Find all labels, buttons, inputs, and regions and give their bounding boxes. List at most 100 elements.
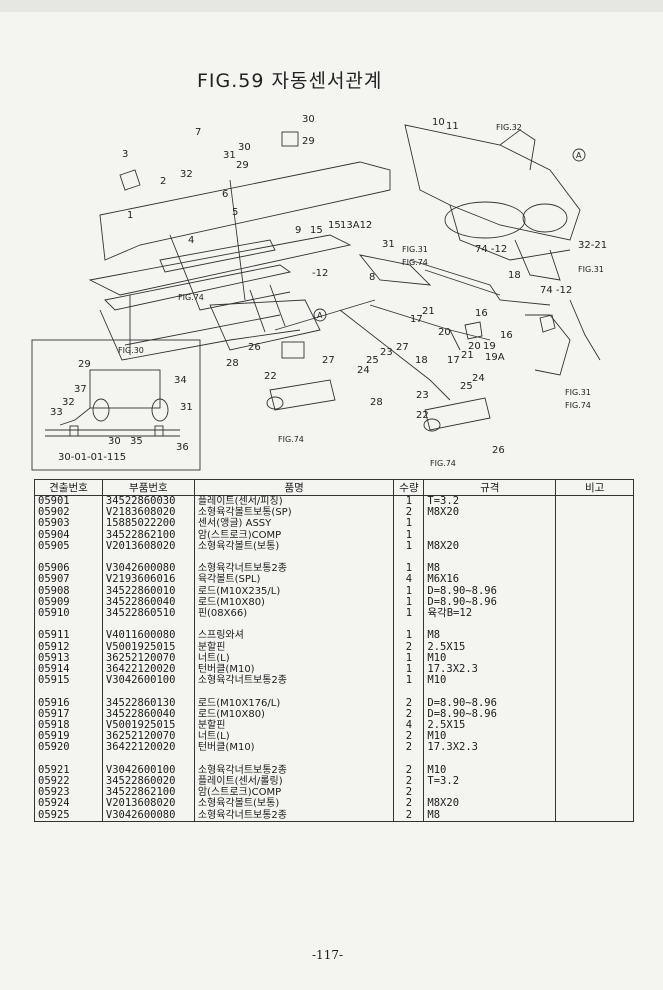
- part-name-cell: 소형육각너트보통2종: [193, 563, 395, 575]
- part-name-cell: 분할핀: [193, 641, 395, 653]
- part-no-cell: 34522862100: [101, 529, 195, 541]
- spec-cell: [423, 529, 557, 541]
- part-name-cell: 육각볼트(SPL): [193, 574, 395, 586]
- ref-fig31-c: FIG.31: [565, 388, 591, 397]
- remarks-cell: [555, 764, 634, 777]
- group-spacer-row: [34, 619, 634, 631]
- spec-cell: M10: [423, 764, 557, 777]
- spec-cell: D=8.90~8.96: [423, 697, 557, 709]
- part-name-cell: 소형육각볼트(보통): [193, 540, 395, 553]
- part-name-cell: 로드(M10X80): [193, 596, 395, 609]
- index-no-cell: 05915: [34, 675, 103, 687]
- part-name-cell: 소형육각너트보통2종: [193, 764, 395, 777]
- callout-28-a: 28: [226, 358, 239, 369]
- header-part-name: 품명: [193, 479, 395, 496]
- part-no-cell: 36252120070: [101, 731, 195, 743]
- spec-cell: 17.3X2.3: [423, 742, 557, 754]
- callout-27-b: 27: [322, 355, 335, 366]
- spec-cell: [423, 787, 557, 799]
- remarks-cell: [555, 675, 634, 687]
- ref-fig74-a: FIG.74: [402, 258, 428, 267]
- part-name-cell: 로드(M10X80): [193, 708, 395, 721]
- remarks-cell: [555, 776, 634, 788]
- ref-fig31-a: FIG.31: [402, 245, 428, 254]
- callout-5: 5: [232, 207, 238, 218]
- spec-cell: D=8.90~8.96: [423, 596, 557, 609]
- spec-cell: M8: [423, 809, 557, 822]
- spacer-cell: [193, 552, 395, 564]
- ref-fig74-e: FIG.74: [565, 401, 591, 410]
- part-no-cell: 34522860130: [101, 697, 195, 709]
- spec-cell: 육각B=12: [423, 607, 557, 620]
- callout-17-b: 17: [447, 355, 460, 366]
- inset-callout-34: 34: [174, 375, 187, 386]
- inset-callout-30: 30: [108, 436, 121, 447]
- spacer-cell: [34, 686, 103, 698]
- exploded-parts-diagram: FIG.32 FIG.31 FIG.74 FIG.31 FIG.74 FIG.3…: [30, 100, 640, 472]
- callout-11: 11: [446, 121, 459, 132]
- callout-12-a: -12: [312, 268, 328, 279]
- spec-cell: M8: [423, 562, 557, 575]
- top-scan-strip: [0, 0, 663, 12]
- quantity-cell: 2: [393, 742, 425, 754]
- quantity-cell: 2: [393, 798, 425, 810]
- header-remarks: 비고: [555, 479, 634, 496]
- part-name-cell: 너트(L): [193, 652, 395, 665]
- spec-cell: T=3.2: [423, 495, 557, 508]
- marker-a-circle-left: [313, 308, 327, 322]
- callout-74-b: 74 -12: [540, 285, 572, 296]
- part-no-cell: V3042600100: [101, 764, 195, 777]
- remarks-cell: [555, 596, 634, 609]
- callout-22-a: 22: [264, 371, 277, 382]
- part-no-cell: 34522862100: [101, 787, 195, 799]
- spacer-cell: [423, 619, 557, 631]
- part-no-cell: 34522860510: [101, 607, 195, 620]
- callout-15: 15: [310, 225, 323, 236]
- callout-17-a: 17: [410, 314, 423, 325]
- callout-18-b: 18: [415, 355, 428, 366]
- ref-fig30: FIG.30: [118, 346, 144, 355]
- remarks-cell: [555, 529, 634, 541]
- callout-25-b: 25: [460, 381, 473, 392]
- part-no-cell: 34522860020: [101, 775, 195, 788]
- remarks-cell: [555, 664, 634, 676]
- part-no-cell: V5001925015: [101, 719, 195, 732]
- header-index-no: 견출번호: [34, 479, 103, 496]
- part-name-cell: 소형육각볼트(보통): [193, 798, 395, 810]
- callout-10: 10: [432, 117, 445, 128]
- part-name-cell: 암(스트로크)COMP: [193, 787, 395, 799]
- part-no-cell: 36252120070: [101, 652, 195, 665]
- part-name-cell: 분할핀: [193, 720, 395, 732]
- frame-linework: [31, 124, 601, 471]
- spacer-cell: [555, 753, 634, 765]
- callout-30-a: 30: [238, 142, 251, 153]
- remarks-cell: [555, 809, 634, 822]
- remarks-cell: [555, 652, 634, 665]
- quantity-cell: 4: [393, 574, 425, 586]
- group-spacer-row: [34, 552, 634, 564]
- callout-13a12: 13A12: [340, 220, 372, 231]
- callout-30-b: 30: [302, 114, 315, 125]
- remarks-cell: [555, 798, 634, 810]
- part-name-cell: 플레이트(센서/롤링): [193, 776, 395, 788]
- group-spacer-row: [34, 686, 634, 698]
- inset-callout-35: 35: [130, 436, 143, 447]
- marker-a-right: A: [576, 151, 582, 160]
- figure-title: FIG.59 자동센서관계: [197, 70, 383, 92]
- spacer-cell: [393, 686, 425, 698]
- callout-8: 8: [369, 272, 375, 283]
- remarks-cell: [555, 518, 634, 530]
- remarks-cell: [555, 641, 634, 653]
- part-name-cell: 핀(08X66): [193, 608, 395, 620]
- callout-19: 19: [483, 341, 496, 352]
- callout-24-b: 24: [472, 373, 485, 384]
- index-no-cell: 05907: [34, 574, 103, 586]
- callout-9: 9: [295, 225, 301, 236]
- callout-27-a: 27: [396, 342, 409, 353]
